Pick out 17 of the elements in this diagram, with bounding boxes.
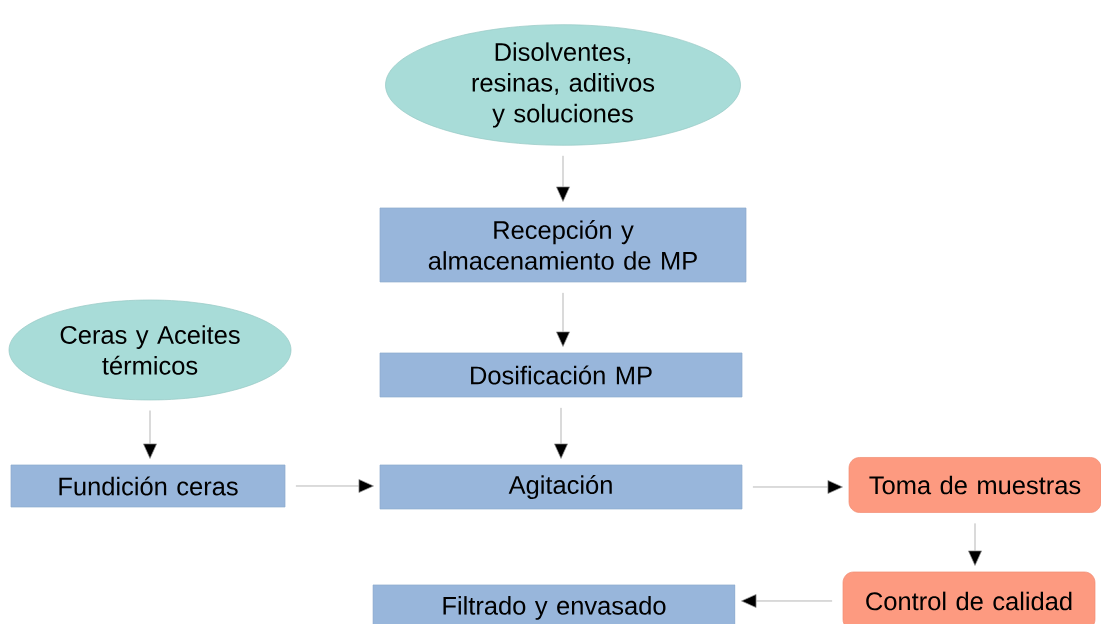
arrow — [556, 155, 570, 202]
arrow — [295, 479, 374, 493]
arrow — [143, 410, 157, 459]
arrow — [741, 594, 833, 608]
rounded-box: Control de calidad — [842, 571, 1096, 624]
process-box: Dosificación MP — [379, 352, 743, 398]
ellipse-node: Ceras y Aceites térmicos — [8, 299, 292, 401]
arrow — [554, 407, 568, 459]
process-box: Recepción y almacenamiento de MP — [379, 207, 747, 283]
process-box: Filtrado y envasado — [372, 584, 736, 624]
process-box: Fundición ceras — [10, 464, 286, 508]
rounded-box: Toma de muestras — [848, 457, 1101, 513]
process-box: Agitación — [379, 464, 743, 510]
arrow — [752, 480, 843, 494]
ellipse-node: Disolventes, resinas, aditivos y soluciones — [385, 24, 741, 146]
arrow — [556, 292, 570, 347]
arrow — [968, 523, 982, 566]
